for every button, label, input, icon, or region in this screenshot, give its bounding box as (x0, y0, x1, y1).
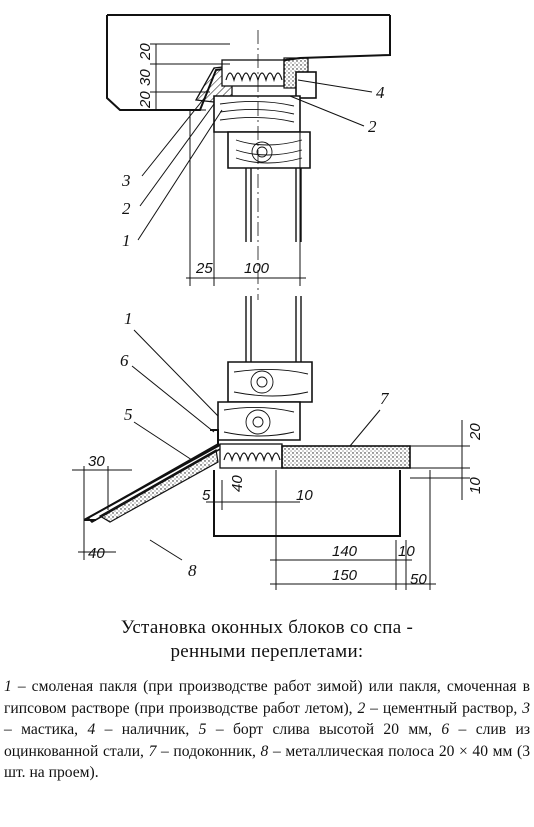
dim-5: 5 (202, 487, 211, 504)
caption-line-1: Установка оконных блоков со спа - (120, 617, 414, 638)
callout-5: 5 (124, 405, 133, 424)
dim-150: 150 (332, 567, 358, 584)
dim-20-top: 20 (137, 43, 154, 61)
oakum-coils-bottom (223, 452, 281, 463)
flashing-mortar (98, 449, 219, 523)
callout-3: 3 (121, 171, 131, 190)
dim-25: 25 (195, 260, 213, 277)
glass-top (245, 168, 302, 242)
glass-bottom (245, 296, 302, 362)
sill-board (281, 445, 411, 469)
trim-board (295, 71, 317, 99)
dim-lines-top (150, 43, 230, 111)
callout-6: 6 (120, 351, 129, 370)
dim-50: 50 (410, 571, 427, 588)
legend-text-2: – цементный раствор, (365, 699, 523, 717)
wood-grain-bottom (223, 368, 309, 437)
legend-num-7: 7 (148, 742, 157, 760)
legend-text-7: – подоконник, (156, 742, 261, 760)
legend-num-8: 8 (260, 742, 269, 760)
oakum-coils-top (225, 72, 283, 83)
window-installation-drawing: 20 30 20 4 2 3 2 1 25 100 (72, 14, 484, 590)
legend-text-6: – слив из оцинкованной стали, (4, 721, 530, 760)
dim-30-sill: 30 (88, 453, 105, 470)
dim-40-wall: 40 (229, 475, 246, 492)
bottom-frame (217, 361, 313, 441)
legend-num-6: 6 (441, 721, 450, 738)
dim-140: 140 (332, 543, 358, 560)
callout-lines-top (137, 79, 373, 241)
legend-num-3: 3 (522, 699, 530, 717)
dim-lines-sill-left (72, 466, 132, 560)
legend-text-1: – смоленая пакля (при производстве работ… (4, 678, 530, 717)
dim-10-low: 10 (296, 487, 313, 504)
legend-text-4: – наличник, (95, 721, 199, 738)
top-frame (213, 95, 311, 169)
dim-lines-middle (186, 110, 306, 286)
callout-4: 4 (376, 83, 385, 102)
dim-10-right: 10 (467, 477, 484, 494)
caption-line-2: ренными переплетами: (170, 641, 364, 662)
callout-2-left: 2 (122, 199, 131, 218)
legend-text-5: – борт слива высотой 20 мм, (206, 721, 442, 738)
dim-100: 100 (244, 260, 270, 277)
dim-30: 30 (137, 69, 154, 86)
callout-2-right: 2 (368, 117, 377, 136)
dim-lines-right (410, 420, 470, 500)
callout-7: 7 (380, 389, 390, 408)
drip-flashing (83, 429, 219, 521)
legend-num-1: 1 (4, 678, 12, 695)
legend-num-2: 2 (357, 699, 366, 717)
legend-text: 1 – смоленая пакля (при производстве раб… (4, 676, 530, 784)
dim-20-mid: 20 (137, 91, 154, 109)
wood-grain-top (219, 100, 303, 164)
callout-8: 8 (188, 561, 197, 580)
legend-text-3: – мастика, (4, 721, 88, 738)
dim-40-sill: 40 (88, 545, 105, 562)
callout-lines-bottom (131, 329, 381, 561)
dim-10-b: 10 (398, 543, 415, 560)
callout-1-bottom: 1 (124, 309, 133, 328)
oakum-bottom (219, 443, 283, 469)
dim-20-right: 20 (467, 423, 484, 441)
legend-num-5: 5 (198, 721, 207, 738)
callout-1: 1 (122, 231, 131, 250)
legend-text-8: – металлическая полоса 20 × 40 мм (3 шт.… (4, 742, 530, 782)
legend-num-4: 4 (87, 721, 96, 738)
dim-lines-bottom (206, 470, 436, 590)
